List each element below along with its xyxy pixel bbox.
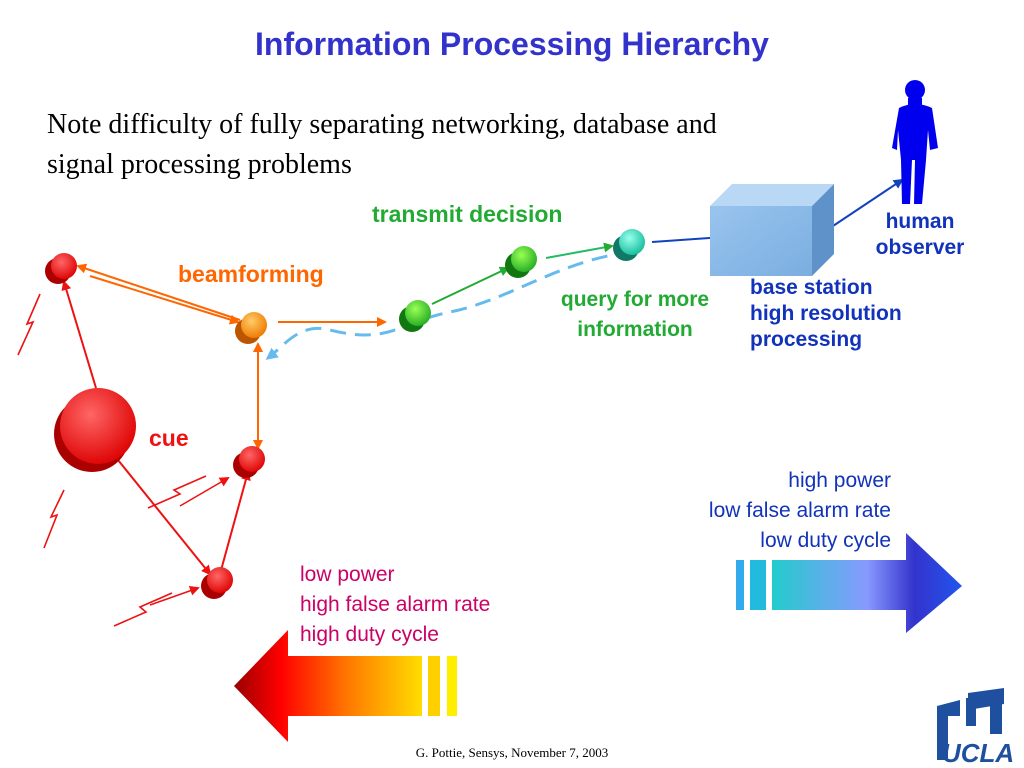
high-legend-line-1: high power <box>788 469 891 492</box>
low-legend-line-3: high duty cycle <box>300 623 439 646</box>
lightning-icon <box>17 293 41 356</box>
signal-to-mid-node-arrow <box>179 476 230 507</box>
human-figure-icon <box>892 80 938 204</box>
query-label-line-1: query for more <box>560 288 710 311</box>
high-power-arrow <box>736 533 962 633</box>
orange-node <box>241 312 267 338</box>
human-label-line-2: observer <box>875 236 965 259</box>
footer-text: G. Pottie, Sensys, November 7, 2003 <box>415 745 609 760</box>
base-to-human-arrow <box>829 178 904 229</box>
top-node-to-orange-arrow <box>89 275 240 325</box>
human-observer-label: human observer <box>858 209 982 261</box>
bottom-red-node <box>207 567 233 593</box>
logo-text: UCLA <box>942 738 1014 768</box>
low-legend-line-1: low power <box>300 563 395 586</box>
mid-red-node <box>239 446 265 472</box>
lightning-icon <box>113 592 173 627</box>
box-top <box>710 184 834 206</box>
page-title: Information Processing Hierarchy <box>255 26 769 62</box>
note-line-1: Note difficulty of fully separating netw… <box>47 109 717 140</box>
nodes <box>45 229 645 599</box>
base-station-label: base station high resolution processing <box>750 275 902 353</box>
cue-to-bottom-node-arrow <box>117 459 212 576</box>
cue-node <box>60 388 136 464</box>
base-label-line-3: processing <box>750 328 863 351</box>
low-power-arrow <box>234 630 457 742</box>
signal-to-bottom-node-arrow <box>149 585 200 606</box>
high-arrow-bar-2 <box>750 560 766 610</box>
red-links <box>61 280 251 606</box>
query-label-line-2: information <box>577 318 693 341</box>
low-arrow-bar-1 <box>428 656 440 716</box>
low-legend-line-2: high false alarm rate <box>300 593 491 616</box>
base-label-line-2: high resolution <box>750 302 902 325</box>
high-power-legend: high power low false alarm rate low duty… <box>709 466 891 556</box>
orange-links <box>76 263 387 450</box>
lightning-icon <box>147 475 207 509</box>
green-to-green-arrow <box>431 266 510 305</box>
transmit-decision-label: transmit decision <box>372 201 563 227</box>
signal-icons <box>17 293 207 627</box>
box-front <box>710 206 812 276</box>
human-label-line-1: human <box>885 210 955 233</box>
note-text: Note difficulty of fully separating netw… <box>47 105 717 185</box>
green-node-1 <box>405 300 431 326</box>
cyan-node <box>619 229 645 255</box>
high-arrow-bar-1 <box>736 560 744 610</box>
cue-label: cue <box>149 425 189 451</box>
low-arrow-bar-2 <box>447 656 457 716</box>
orange-to-top-node-arrow <box>76 263 241 321</box>
query-label: query for more information <box>540 285 730 345</box>
note-line-2: signal processing problems <box>47 149 352 180</box>
high-legend-line-3: low duty cycle <box>760 529 891 552</box>
low-arrow-body <box>234 630 422 742</box>
green-node-2 <box>511 246 537 272</box>
green-to-cyan-arrow <box>545 242 614 259</box>
beamforming-label: beamforming <box>178 261 324 287</box>
box-side <box>812 184 834 276</box>
cue-to-top-node-arrow <box>61 280 97 389</box>
top-red-node <box>51 253 77 279</box>
high-arrow-body <box>772 533 962 633</box>
lightning-icon <box>43 489 65 549</box>
base-label-line-1: base station <box>750 276 873 299</box>
ucla-logo: UCLA <box>937 688 1014 768</box>
high-legend-line-2: low false alarm rate <box>708 499 891 522</box>
low-power-legend: low power high false alarm rate high dut… <box>300 560 490 650</box>
bottom-to-mid-node-arrow <box>219 470 251 575</box>
base-station-box <box>710 184 834 276</box>
